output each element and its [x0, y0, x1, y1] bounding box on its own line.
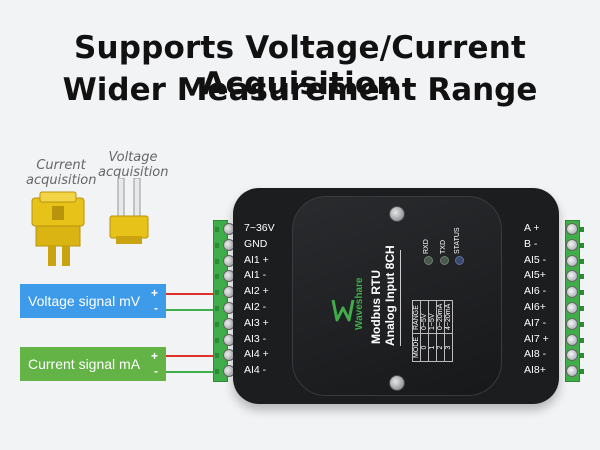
table-row-mode: 1 [428, 333, 437, 362]
right-pin-label: AI6 - [524, 285, 547, 298]
table-row-range: 4~20mA [444, 300, 453, 334]
voltage-signal-box: Voltage signal mV + - [20, 284, 166, 318]
device-lid [292, 196, 502, 396]
table-row-range: 0~20mA [436, 300, 445, 334]
led-label-status: STATUS [454, 227, 461, 254]
current-jumper-label-line2: acquisition [26, 173, 97, 188]
product-line-2: Analog Input 8CH [383, 245, 397, 346]
table-header-mode: MODE [412, 333, 421, 362]
left-pin-label: AI4 - [244, 364, 267, 377]
terminal-slot [580, 321, 584, 327]
terminal-slot [215, 369, 219, 375]
left-pin-label: AI1 + [244, 253, 269, 266]
terminal-slot [580, 290, 584, 296]
current-jumper-image [31, 191, 85, 266]
terminal-screw[interactable] [566, 254, 578, 267]
left-pin-label: AI3 + [244, 316, 269, 329]
terminal-slot [580, 306, 584, 311]
terminal-slot [580, 242, 584, 248]
headline-line-1: Supports Voltage/Current Acquisition [73, 30, 527, 102]
voltage-jumper-label-line1: Voltage [108, 150, 158, 165]
voltage-minus-wire [165, 309, 215, 311]
table-row-range: 0~5V [420, 300, 429, 334]
terminal-slot [580, 337, 584, 343]
product-line-1: Modbus RTU [369, 270, 383, 344]
brand-name: Waveshare [354, 277, 365, 330]
right-pin-label: A + [524, 222, 540, 234]
terminal-screw[interactable] [566, 333, 578, 346]
left-pin-label: AI2 + [244, 285, 269, 298]
right-pin-label: AI8 - [524, 348, 547, 361]
terminal-screw[interactable] [566, 317, 578, 330]
top-mount-screw [389, 206, 405, 222]
table-row-range: 1~5V [428, 300, 437, 334]
left-pin-label: AI2 - [244, 301, 267, 313]
voltage-minus-sign: - [154, 301, 158, 315]
terminal-screw[interactable] [566, 365, 578, 378]
terminal-slot [215, 337, 219, 343]
right-pin-label: AI8+ [524, 364, 546, 377]
voltage-plus-sign: + [150, 286, 158, 300]
current-signal-label: Current signal mA [28, 356, 141, 372]
current-plus-wire [165, 355, 215, 357]
led-label-txd: TXD [440, 240, 447, 254]
right-pin-label: AI7 + [524, 332, 549, 345]
headline-line-2: Wider Measurement Range [62, 72, 538, 108]
terminal-slot [580, 258, 584, 264]
left-pin-label: AI3 - [244, 332, 267, 345]
terminal-slot [580, 227, 584, 232]
terminal-slot [215, 353, 219, 359]
terminal-slot [215, 274, 219, 280]
terminal-screw[interactable] [566, 302, 578, 314]
voltage-jumper-image [109, 178, 149, 244]
status-led [455, 256, 464, 265]
voltage-jumper-label: Voltage acquisition [98, 150, 169, 180]
table-row-mode: 3 [444, 333, 453, 362]
rxd-led [424, 256, 433, 265]
current-jumper-label-line1: Current [36, 158, 86, 173]
current-signal-box: Current signal mA + - [20, 347, 166, 381]
product-underline [400, 250, 401, 346]
terminal-screw[interactable] [566, 286, 578, 299]
right-pin-label: AI5+ [524, 269, 546, 282]
current-minus-sign: - [154, 364, 158, 378]
voltage-plus-wire [165, 293, 215, 295]
terminal-slot [215, 258, 219, 264]
left-pin-label: AI4 + [244, 348, 269, 361]
left-pin-label: GND [244, 237, 268, 250]
right-pin-label: AI5 - [524, 253, 547, 266]
current-jumper-label: Current acquisition [26, 158, 97, 188]
voltage-signal-label: Voltage signal mV [28, 293, 141, 309]
terminal-slot [580, 274, 584, 280]
terminal-slot [215, 227, 219, 232]
bottom-mount-screw [389, 375, 405, 391]
left-pin-label: 7~36V [244, 222, 275, 234]
left-pin-label: AI1 - [244, 269, 267, 282]
terminal-screw[interactable] [566, 270, 578, 283]
table-header-range: RANGE [412, 300, 421, 334]
waveshare-logo-icon [331, 299, 355, 322]
terminal-slot [215, 242, 219, 248]
txd-led [440, 256, 449, 265]
terminal-screw[interactable] [566, 238, 578, 251]
terminal-slot [215, 290, 219, 296]
table-row-mode: 0 [420, 333, 429, 362]
led-label-rxd: RXD [423, 239, 430, 254]
terminal-slot [580, 369, 584, 375]
voltage-jumper-label-line2: acquisition [98, 165, 169, 180]
right-pin-label: AI7 - [524, 316, 547, 329]
terminal-slot [215, 321, 219, 327]
current-plus-sign: + [150, 349, 158, 363]
table-row-mode: 2 [436, 333, 445, 362]
terminal-slot [580, 353, 584, 359]
right-pin-label: AI6+ [524, 301, 546, 313]
terminal-slot [215, 306, 219, 311]
terminal-screw[interactable] [566, 349, 578, 362]
right-pin-label: B - [524, 237, 538, 250]
current-minus-wire [165, 371, 215, 373]
terminal-screw[interactable] [566, 223, 578, 235]
